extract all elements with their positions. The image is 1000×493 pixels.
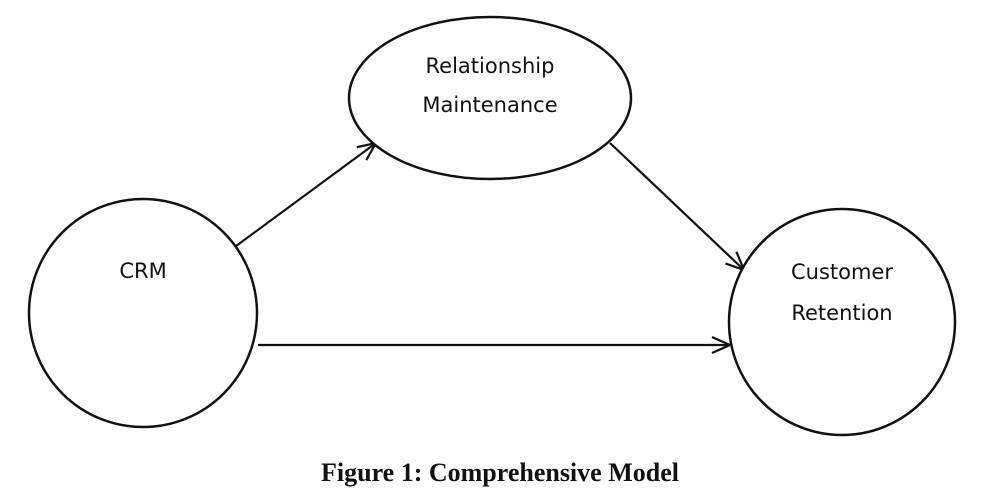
node-customer-retention: Customer Retention: [727, 207, 957, 437]
node-relationship-maintenance-label-line2: Maintenance: [422, 93, 557, 117]
node-relationship-maintenance: Relationship Maintenance: [347, 15, 633, 181]
figure-caption: Figure 1: Comprehensive Model: [321, 458, 679, 487]
node-relationship-maintenance-label-line1: Relationship: [426, 54, 555, 78]
node-crm: CRM: [27, 197, 259, 429]
edge-relationship-maintenance-to-customer-retention: [609, 142, 744, 270]
edge-crm-to-relationship-maintenance: [231, 143, 376, 250]
node-crm-label: CRM: [119, 259, 166, 283]
node-customer-retention-label-line2: Retention: [791, 301, 892, 325]
node-customer-retention-label-line1: Customer: [791, 260, 893, 284]
